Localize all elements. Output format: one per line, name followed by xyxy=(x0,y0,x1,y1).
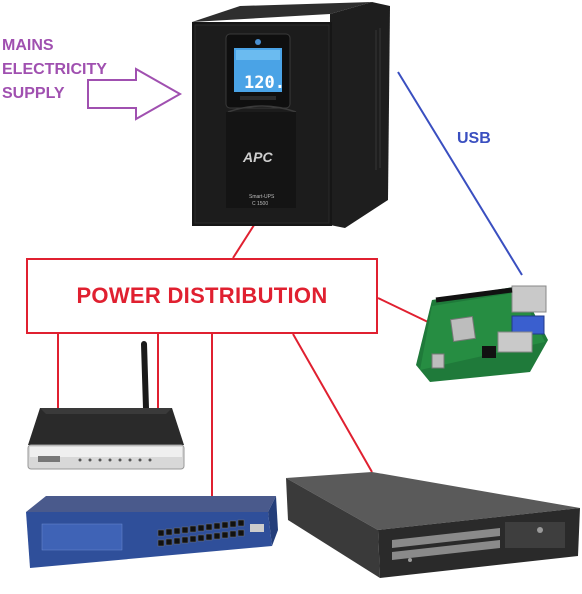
power-line-raspberry-pi xyxy=(377,297,429,323)
mains-arrow xyxy=(87,67,183,121)
usb-label: USB xyxy=(457,130,491,147)
ups-model-line1: Smart-UPS xyxy=(249,194,275,200)
mains-electricity-label: MAINS ELECTRICITY SUPPLY xyxy=(2,34,107,106)
raspberry-pi-board xyxy=(416,285,548,382)
ups-brand-logo: APC xyxy=(242,149,273,165)
ups-model-line2: C 1500 xyxy=(252,201,268,207)
power-distribution-label: POWER DISTRIBUTION xyxy=(76,283,328,308)
ups-display-value: 120. xyxy=(244,73,285,93)
power-distribution-box: POWER DISTRIBUTION xyxy=(26,258,378,334)
rack-server xyxy=(286,472,580,578)
ups-unit xyxy=(192,2,390,228)
mains-label-line3: SUPPLY xyxy=(2,85,65,102)
mains-label-line2: ELECTRICITY xyxy=(2,61,107,78)
usb-cable-line xyxy=(397,71,523,276)
wifi-router xyxy=(27,341,185,470)
power-line-ups xyxy=(232,221,257,259)
network-switch xyxy=(26,496,278,568)
mains-label-line1: MAINS xyxy=(2,37,54,54)
power-line-server xyxy=(292,333,373,473)
